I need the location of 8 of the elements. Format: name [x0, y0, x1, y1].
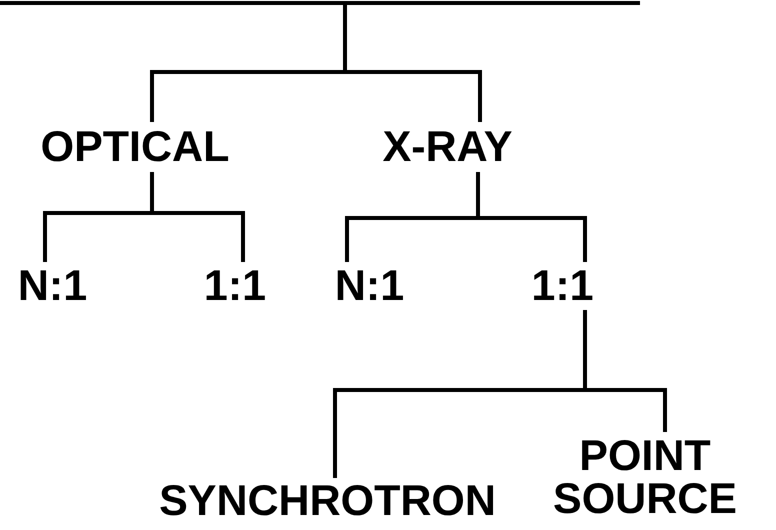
node-label: OPTICAL [40, 126, 230, 168]
node-label: N:1 [334, 264, 404, 308]
node-label: X-RAY [382, 126, 512, 168]
node-label: 1:1 [531, 264, 594, 308]
node-label: N:1 [18, 264, 88, 308]
node-label: 1:1 [204, 264, 266, 308]
node-label: POINT SOURCE [552, 435, 738, 521]
node-label: SYNCHROTRON [159, 480, 496, 522]
